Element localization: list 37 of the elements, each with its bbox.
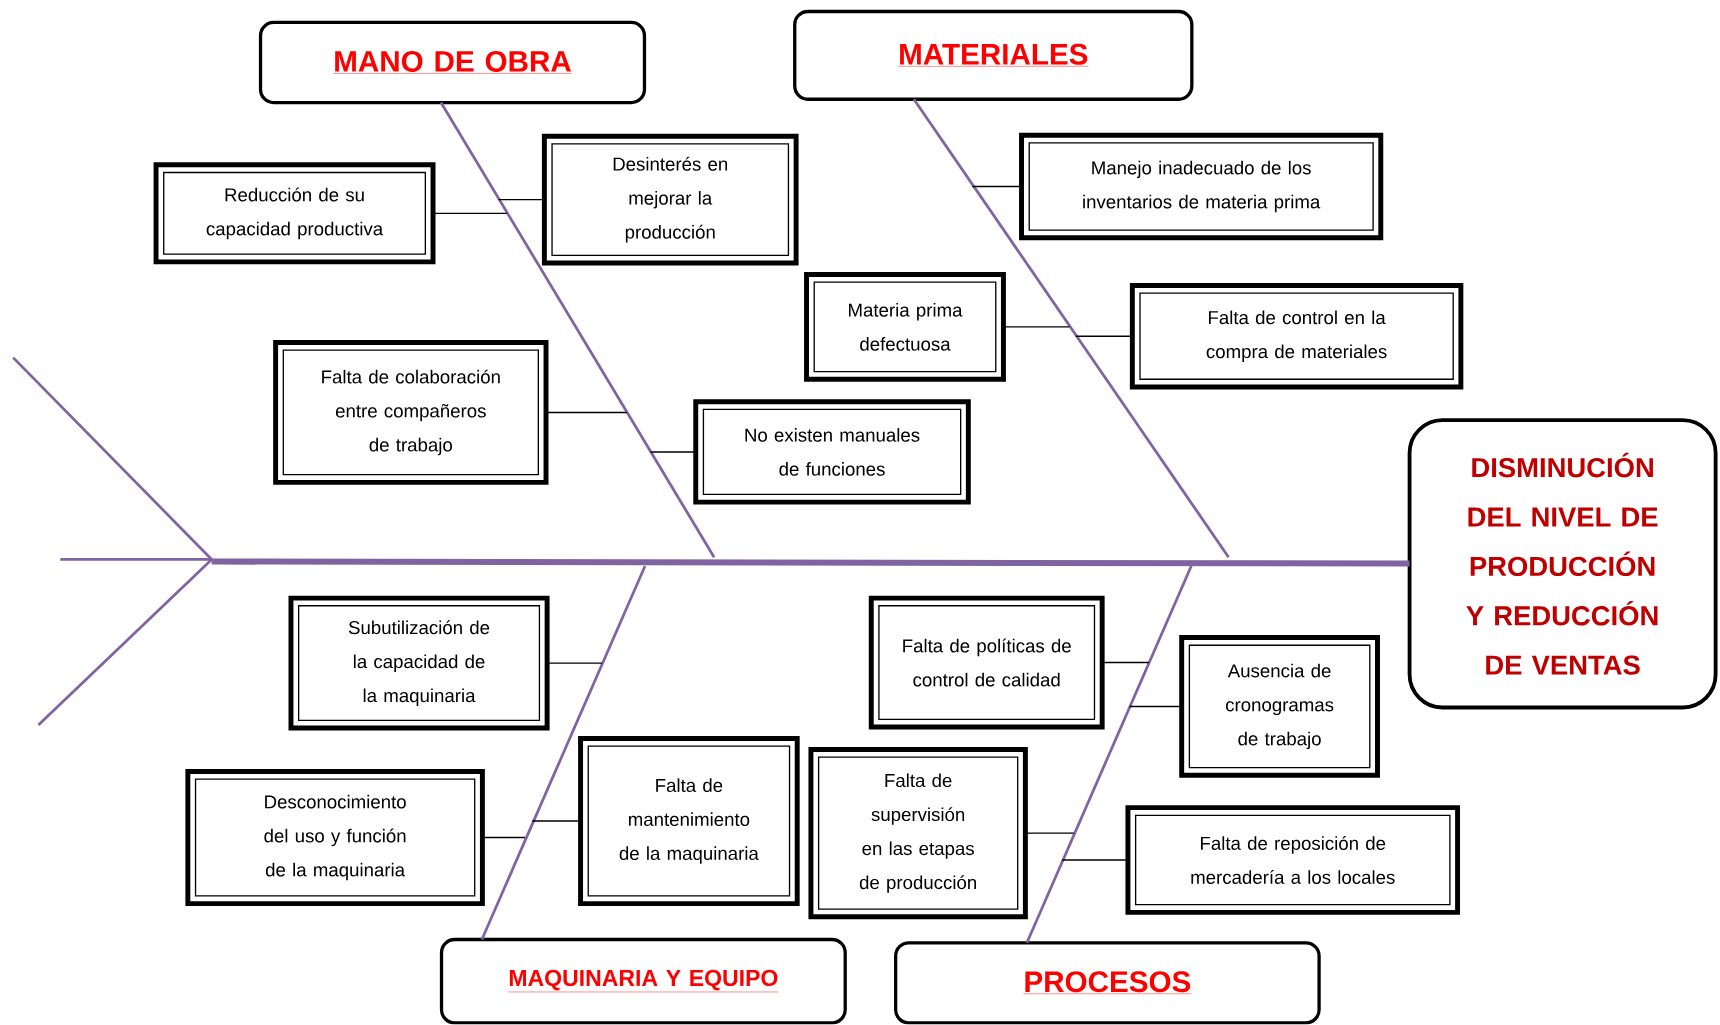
cause-box: Materia prima defectuosa — [804, 272, 1006, 382]
category-box: PROCESOS — [894, 941, 1321, 1025]
cause-box: Falta de control en la compra de materiales — [1129, 283, 1464, 390]
category-box: MANO DE OBRA — [258, 21, 647, 105]
connector-line — [545, 411, 628, 414]
connector-line — [481, 837, 526, 839]
connector-line — [546, 662, 603, 665]
connector-line — [432, 212, 508, 215]
cause-box: Ausencia de cronogramas de trabajo — [1179, 635, 1380, 778]
bone-line — [480, 565, 647, 941]
bone-line — [912, 98, 1230, 559]
connector-line — [971, 186, 1023, 188]
connector-line — [1128, 705, 1183, 708]
cause-box: Desinterés en mejorar la producción — [541, 134, 799, 266]
cause-box: Subutilización de la capacidad de la maquinaria — [288, 595, 550, 731]
category-box: MATERIALES — [793, 10, 1194, 102]
bone-line — [1025, 565, 1193, 944]
cause-box: No existen manuales de funciones — [693, 399, 971, 505]
cause-box: Manejo inadecuado de los inventarios de materia prima — [1019, 132, 1384, 241]
category-box: MAQUINARIA Y EQUIPO — [439, 938, 847, 1025]
bone-line — [439, 102, 716, 559]
effect-box: DISMINUCIÓN DEL NIVEL DE PRODUCCIÓN Y REDUCCIÓN DE VENTAS — [1407, 418, 1718, 710]
connector-line — [1002, 326, 1071, 328]
cause-box: Falta de colaboración entre compañeros de trabajo — [273, 340, 549, 486]
fish-tail-drawing — [11, 356, 214, 727]
connector-line — [1061, 859, 1129, 861]
spine-line — [211, 558, 1410, 567]
connector-line — [649, 451, 697, 453]
cause-box: Reducción de su capacidad productiva — [153, 162, 436, 265]
cause-box: Falta de reposición de mercadería a los locales — [1125, 805, 1461, 916]
cause-box: Falta de políticas de control de calidad — [868, 595, 1105, 730]
cause-box: Desconocimiento del uso y función de la maquinaria — [185, 769, 485, 907]
connector-line — [531, 820, 582, 822]
connector-line — [1101, 662, 1150, 664]
cause-box: Falta de mantenimiento de la maquinaria — [578, 736, 800, 907]
connector-line — [1024, 832, 1075, 835]
cause-box: Falta de supervisión en las etapas de producción — [808, 747, 1028, 920]
